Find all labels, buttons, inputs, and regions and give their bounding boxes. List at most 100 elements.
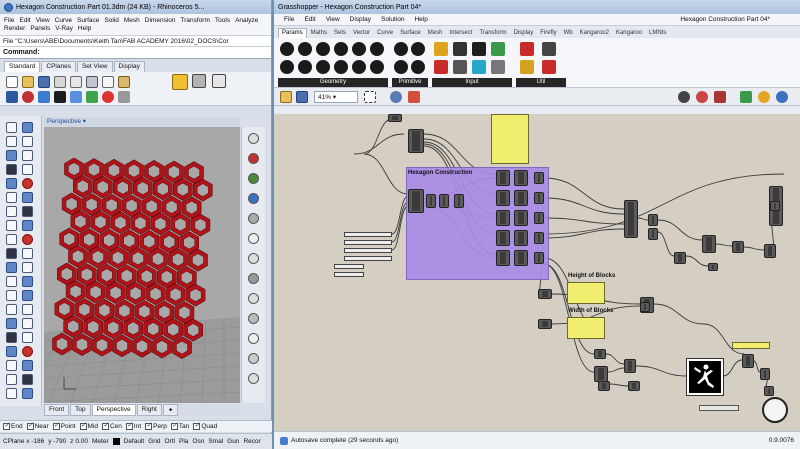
rhino-tool-icon[interactable] (6, 374, 17, 385)
rhino-tool-icon[interactable] (6, 234, 17, 245)
rhino-menu-analyze[interactable]: Analyze (235, 17, 259, 24)
gh-component[interactable] (594, 366, 608, 382)
print-icon[interactable] (54, 76, 66, 88)
toggle-gumball[interactable]: Gun (227, 438, 240, 445)
gh-component[interactable] (742, 354, 754, 368)
gh-tab-kangaroo2[interactable]: Kangaroo2 (579, 30, 609, 36)
rhino-display-tool-icon[interactable] (248, 233, 259, 244)
gh-component[interactable] (760, 368, 770, 380)
viewport-title[interactable]: Perspective ▾ (44, 117, 240, 127)
gh-component[interactable] (496, 210, 510, 226)
gh-menu-file[interactable]: File (284, 16, 295, 23)
rhino-tool-icon[interactable] (22, 248, 33, 259)
rhino-tool-icon[interactable] (6, 164, 17, 175)
gh-component[interactable] (408, 189, 424, 213)
rhino-display-tool-icon[interactable] (248, 333, 259, 344)
gh-component[interactable] (598, 381, 610, 391)
rhino-tool-icon[interactable] (22, 234, 33, 245)
rhino-tool-icon[interactable] (22, 136, 33, 147)
dial-component[interactable] (762, 397, 788, 423)
gh-component[interactable] (534, 172, 544, 184)
osnap-point-checkbox[interactable] (52, 421, 60, 430)
number-slider[interactable] (344, 232, 392, 237)
gh-component[interactable] (538, 319, 552, 329)
osnap-int-checkbox[interactable] (125, 421, 133, 430)
toggle-record[interactable]: Recor (243, 438, 261, 445)
rhino-tool-icon[interactable] (22, 178, 33, 189)
status-layer[interactable]: Default (123, 438, 145, 445)
gh-component[interactable] (674, 252, 686, 264)
gh-component[interactable] (770, 201, 780, 211)
geometry-param-icon[interactable] (334, 60, 348, 74)
rhino-titlebar[interactable]: Hexagon Construction Part 01.3dm (24 KB)… (0, 0, 271, 14)
rhino-display-tool-icon[interactable] (248, 173, 259, 184)
rhino-display-tool-icon[interactable] (248, 293, 259, 304)
input-param-icon[interactable] (453, 60, 467, 74)
save-icon[interactable] (296, 91, 308, 103)
preview-shaded-icon[interactable] (696, 91, 708, 103)
slider-bar[interactable] (699, 405, 739, 411)
gh-component[interactable] (624, 359, 636, 373)
rhino-menu-view[interactable]: View (35, 17, 50, 24)
rhino-menu-transform[interactable]: Transform (180, 17, 210, 24)
gh-component[interactable] (496, 170, 510, 186)
gh-tab-intersect[interactable]: Intersect (449, 30, 473, 36)
osnap-tan-checkbox[interactable] (170, 421, 178, 430)
input-param-icon[interactable] (453, 42, 467, 56)
rotate-view-icon[interactable] (192, 74, 206, 88)
panel-width-of-blocks[interactable] (567, 317, 605, 339)
open-file-icon[interactable] (280, 91, 292, 103)
number-slider[interactable] (344, 240, 392, 245)
osnap-point[interactable]: Point (52, 421, 76, 430)
lock-icon[interactable] (22, 91, 34, 103)
rhino-display-tool-icon[interactable] (248, 253, 259, 264)
gh-component[interactable] (388, 114, 402, 122)
rhino-tool-icon[interactable] (22, 290, 33, 301)
gh-tab-sets[interactable]: Sets (334, 30, 347, 36)
number-slider[interactable] (344, 256, 392, 261)
gh-tab-transform[interactable]: Transform (479, 30, 507, 36)
gh-component[interactable] (624, 200, 638, 238)
geometry-param-icon[interactable] (334, 42, 348, 56)
geometry-param-icon[interactable] (298, 42, 312, 56)
gh-component[interactable] (514, 230, 528, 246)
geometry-param-icon[interactable] (280, 60, 294, 74)
panel-height-of-blocks[interactable] (567, 282, 605, 304)
rhino-tool-icon[interactable] (22, 318, 33, 329)
gh-tab-maths[interactable]: Maths (310, 30, 328, 36)
util-param-icon[interactable] (542, 60, 556, 74)
number-slider[interactable] (344, 248, 392, 253)
geometry-param-icon[interactable] (298, 60, 312, 74)
osnap-perp[interactable]: Perp (145, 421, 167, 430)
rhino-tool-icon[interactable] (6, 206, 17, 217)
input-param-icon[interactable] (434, 60, 448, 74)
copy-icon[interactable] (102, 76, 114, 88)
primitive-param-icon[interactable] (394, 60, 408, 74)
hide-icon[interactable] (6, 91, 18, 103)
rhino-tool-icon[interactable] (22, 388, 33, 399)
gh-component[interactable] (514, 170, 528, 186)
rhino-display-tool-icon[interactable] (248, 313, 259, 324)
rhino-tool-icon[interactable] (6, 122, 17, 133)
gh-component[interactable] (534, 252, 544, 264)
gh-component[interactable] (496, 250, 510, 266)
primitive-param-icon[interactable] (394, 42, 408, 56)
toggle-smarttrack[interactable]: Smal (208, 438, 224, 445)
gh-tab-surface[interactable]: Surface (400, 30, 421, 36)
tab-cplanes[interactable]: CPlanes (41, 61, 76, 72)
osnap-tan[interactable]: Tan (170, 421, 189, 430)
geometry-param-icon[interactable] (280, 42, 294, 56)
rhino-tool-icon[interactable] (22, 150, 33, 161)
gh-tab-display[interactable]: Display (513, 30, 534, 36)
gh-component[interactable] (454, 194, 464, 208)
new-file-icon[interactable] (6, 76, 18, 88)
gh-component[interactable] (764, 386, 774, 396)
rhino-tool-icon[interactable] (22, 276, 33, 287)
gh-canvas[interactable]: Hexagon Construction Height of Blocks Wi… (274, 114, 800, 431)
gh-component[interactable] (708, 263, 718, 271)
rhino-tool-icon[interactable] (6, 360, 17, 371)
gh-component[interactable] (534, 212, 544, 224)
rhino-tool-icon[interactable] (6, 332, 17, 343)
rhino-tool-icon[interactable] (22, 332, 33, 343)
gh-component[interactable] (702, 235, 716, 253)
